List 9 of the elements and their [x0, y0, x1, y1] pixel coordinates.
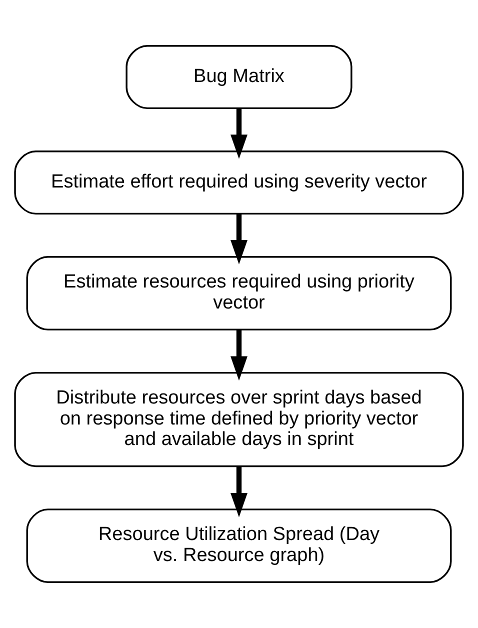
arrow — [230, 466, 248, 518]
arrow — [230, 108, 248, 159]
node-box: Estimate resources required using priority vector — [26, 256, 452, 330]
arrow — [230, 214, 248, 264]
node-box: Estimate effort required using severity vector — [14, 150, 464, 215]
arrow — [230, 330, 248, 381]
node-box: Resource Utilization Spread (Day vs. Resource graph) — [26, 508, 452, 583]
node-box: Bug Matrix — [126, 45, 352, 110]
node-box: Distribute resources over sprint days based on response time defined by priority vector and available days in sprint — [14, 372, 464, 468]
